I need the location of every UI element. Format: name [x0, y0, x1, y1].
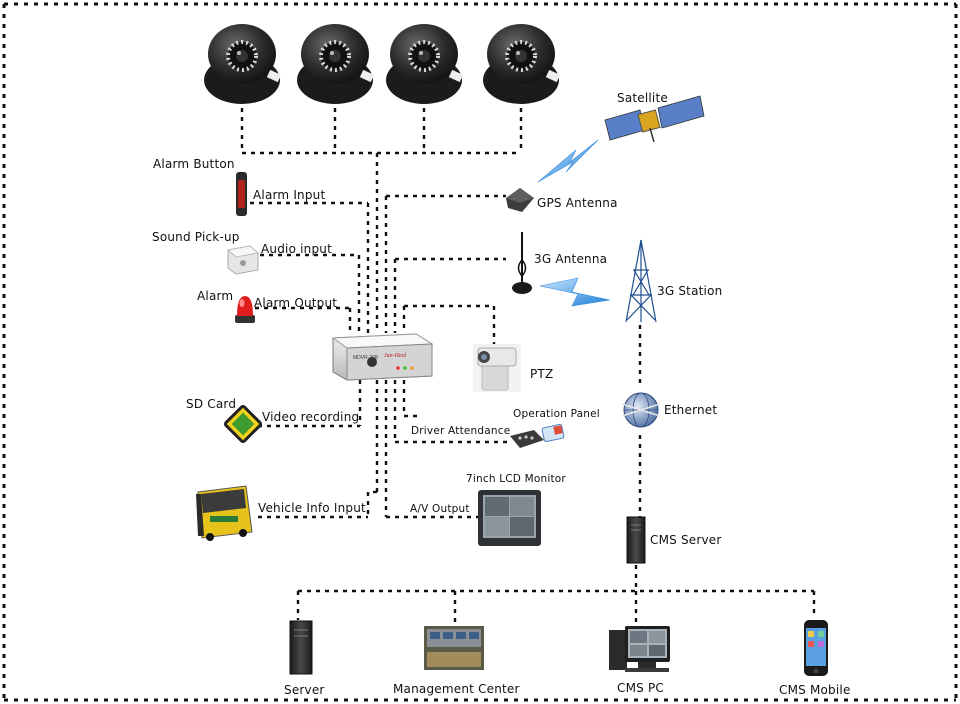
satellite-signal-icon	[537, 139, 599, 183]
gps-antenna-label: GPS Antenna	[537, 196, 618, 210]
sound-pickup-label: Sound Pick-up	[152, 230, 240, 244]
alarm-button-icon	[236, 172, 247, 216]
cms-pc-label: CMS PC	[617, 681, 664, 695]
3g-station-tower-icon	[625, 239, 657, 323]
satellite-icon	[604, 95, 705, 143]
lcd-monitor-label: 7inch LCD Monitor	[466, 473, 566, 485]
dome-camera-icon	[204, 24, 282, 104]
3g-antenna-icon	[512, 232, 532, 294]
gps-antenna-icon	[506, 188, 534, 212]
cms-server-icon	[626, 516, 646, 564]
cms-server-label: CMS Server	[650, 533, 722, 547]
video-recording-label: Video recording	[262, 410, 360, 424]
ethernet-globe-icon	[621, 392, 661, 428]
alarm-label: Alarm	[197, 289, 234, 303]
3g-signal-icon	[539, 277, 611, 307]
sound-pickup-icon	[226, 245, 260, 275]
driver-attendance-label: Driver Attendance	[411, 425, 511, 437]
ptz-camera-icon	[473, 344, 521, 392]
dome-camera-icon	[297, 24, 375, 104]
audio-input-label: Audio input	[261, 242, 332, 256]
alarm-input-label: Alarm Input	[253, 188, 326, 202]
cms-mobile-label: CMS Mobile	[779, 683, 851, 697]
operation-panel-label: Operation Panel	[513, 408, 600, 420]
sd-card-label: SD Card	[186, 397, 237, 411]
server-icon	[289, 620, 313, 675]
alarm-button-label: Alarm Button	[153, 157, 235, 171]
dvr-model-text: MDVR-208	[353, 355, 378, 361]
dome-camera-icon	[386, 24, 464, 104]
ptz-label: PTZ	[530, 367, 554, 381]
sd-card-icon	[223, 404, 263, 444]
3g-antenna-label: 3G Antenna	[534, 252, 608, 266]
connection-lines	[240, 108, 816, 625]
bus-icon	[196, 485, 253, 541]
3g-station-label: 3G Station	[657, 284, 723, 298]
vehicle-info-input-label: Vehicle Info Input	[258, 501, 366, 515]
satellite-label: Satellite	[617, 91, 668, 105]
av-output-label: A/V Output	[410, 503, 470, 515]
dvr-brand-text: Jun-Heol	[384, 353, 407, 359]
cms-mobile-icon	[804, 620, 828, 676]
cms-pc-icon	[609, 626, 670, 672]
mobile-dvr-icon	[331, 333, 434, 381]
management-center-icon	[424, 626, 484, 670]
server-label: Server	[284, 683, 325, 697]
operation-panel-icon	[510, 423, 565, 448]
alarm-light-icon	[235, 296, 255, 323]
alarm-output-label: Alarm Output	[254, 296, 338, 310]
ethernet-label: Ethernet	[664, 403, 718, 417]
management-center-label: Management Center	[393, 682, 520, 696]
dome-camera-icon	[483, 24, 561, 104]
lcd-monitor-icon	[478, 490, 541, 546]
